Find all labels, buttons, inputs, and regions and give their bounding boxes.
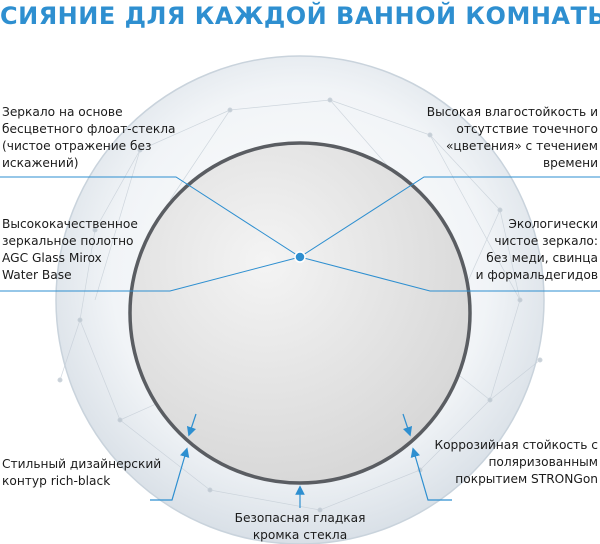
arrow-icon	[186, 413, 197, 437]
callout-rich-black: Стильный дизайнерский контур rich-black	[2, 457, 162, 488]
callout-agc-mirror: Высококачественное зеркальное полотно AG…	[2, 217, 138, 282]
callout-eco: Экологически чистое зеркало: без меди, с…	[475, 217, 598, 282]
arrow-icon	[402, 413, 413, 437]
page-title: СИЯНИЕ ДЛЯ КАЖДОЙ ВАННОЙ КОМНАТЫ	[0, 2, 600, 30]
dot-icon	[294, 251, 306, 263]
callout-float-glass: Зеркало на основе бесцветного флоат-стек…	[2, 105, 176, 170]
network-mesh	[57, 97, 543, 513]
pointer-arrows	[150, 413, 452, 508]
mirror-face	[128, 141, 472, 485]
arrow-icon	[150, 447, 190, 501]
callout-safe-edge: Безопасная гладкая кромка стекла	[234, 511, 366, 542]
callout-corrosion: Коррозийная стойкость с поляризованным п…	[434, 438, 598, 486]
arrow-icon	[410, 447, 452, 501]
leader-lines	[0, 176, 600, 292]
callout-moisture: Высокая влагостойкость и отсутствие точе…	[426, 105, 598, 170]
